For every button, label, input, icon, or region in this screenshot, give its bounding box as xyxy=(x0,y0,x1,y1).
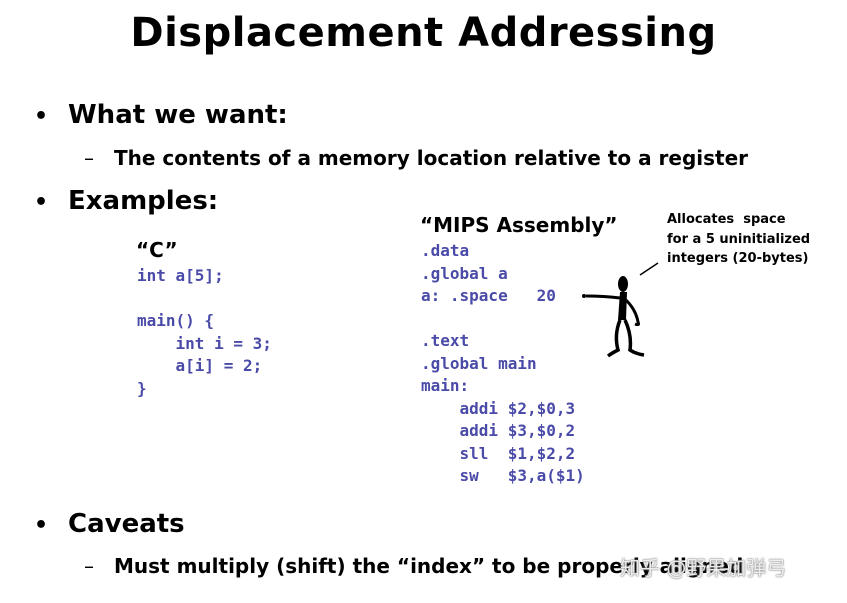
mips-code-line: sll $1,$2,2 xyxy=(421,443,576,463)
sub-bullet-text: Must multiply (shift) the “index” to be … xyxy=(114,554,744,578)
mips-code-line: .global main xyxy=(421,353,537,373)
mips-code-title: “MIPS Assembly” xyxy=(420,213,618,237)
sub-bullet-text: The contents of a memory location relati… xyxy=(114,146,749,170)
c-code-line: main() { xyxy=(137,311,215,330)
c-code-line: a[i] = 2; xyxy=(137,356,263,375)
mips-code-line: addi $3,$0,2 xyxy=(421,421,576,440)
annotation-note: Allocates space for a 5 uninitialized inte… xyxy=(667,210,810,269)
bullet-dot: • xyxy=(34,190,49,215)
c-code-line xyxy=(137,288,272,311)
mips-code-line: .text xyxy=(421,331,470,350)
bullet-caveats: • Caveats xyxy=(34,509,185,539)
sub-bullet-what-we-want: –The contents of a memory location relat… xyxy=(84,146,748,170)
mips-code-line: a: .space 20 xyxy=(421,286,556,305)
slide-title: Displacement Addressing xyxy=(130,10,717,56)
mips-code-line: sw $3,a($1) xyxy=(421,466,585,485)
bullet-dot: • xyxy=(34,104,49,129)
annotation-line: Allocates space xyxy=(667,212,786,227)
mips-code-block: .data .global a a: .space 20 .text .global … xyxy=(421,240,585,488)
c-code-title: “C” xyxy=(136,238,178,262)
bullet-what-we-want: • What we want: xyxy=(34,100,288,130)
mips-code-line: .global a xyxy=(421,263,508,283)
bullet-examples: • Examples: xyxy=(34,186,218,216)
mips-code-line: main: xyxy=(421,376,470,395)
c-code-line: int a[5]; xyxy=(137,266,224,285)
c-code-line: int i = 3; xyxy=(137,333,272,353)
mips-code-line: .data xyxy=(421,241,470,260)
bullet-text: Examples: xyxy=(68,186,219,216)
dash-glyph: – xyxy=(84,554,94,578)
watermark: 知乎 @野果加弹弓 xyxy=(620,556,787,580)
mips-code-line xyxy=(421,308,585,331)
dash-glyph: – xyxy=(84,146,94,170)
stick-figure-icon xyxy=(582,262,659,358)
mips-code-line: addi $2,$0,3 xyxy=(421,398,576,418)
annotation-line: integers (20-bytes) xyxy=(667,251,809,266)
c-code-block: int a[5]; main() { int i = 3; a[i] = 2;} xyxy=(137,265,272,400)
bullet-text: Caveats xyxy=(68,509,185,539)
bullet-dot: • xyxy=(34,513,49,538)
sub-bullet-caveats: –Must multiply (shift) the “index” to be… xyxy=(84,554,743,578)
bullet-text: What we want: xyxy=(68,100,288,130)
c-code-line: } xyxy=(137,378,147,398)
annotation-line: for a 5 uninitialized xyxy=(667,231,811,247)
